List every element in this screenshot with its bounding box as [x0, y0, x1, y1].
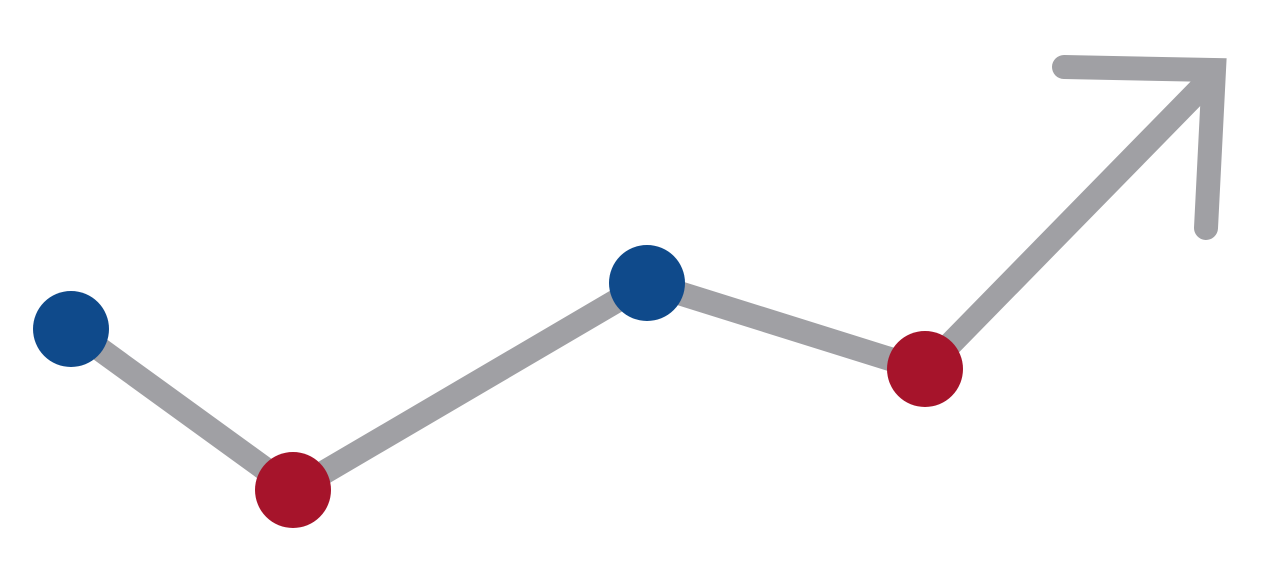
blue-point-marker	[33, 291, 109, 367]
blue-point-marker	[609, 245, 685, 321]
markers-group	[33, 245, 963, 528]
red-point-marker	[887, 331, 963, 407]
red-point-marker	[255, 452, 331, 528]
arrowhead	[1052, 55, 1227, 240]
